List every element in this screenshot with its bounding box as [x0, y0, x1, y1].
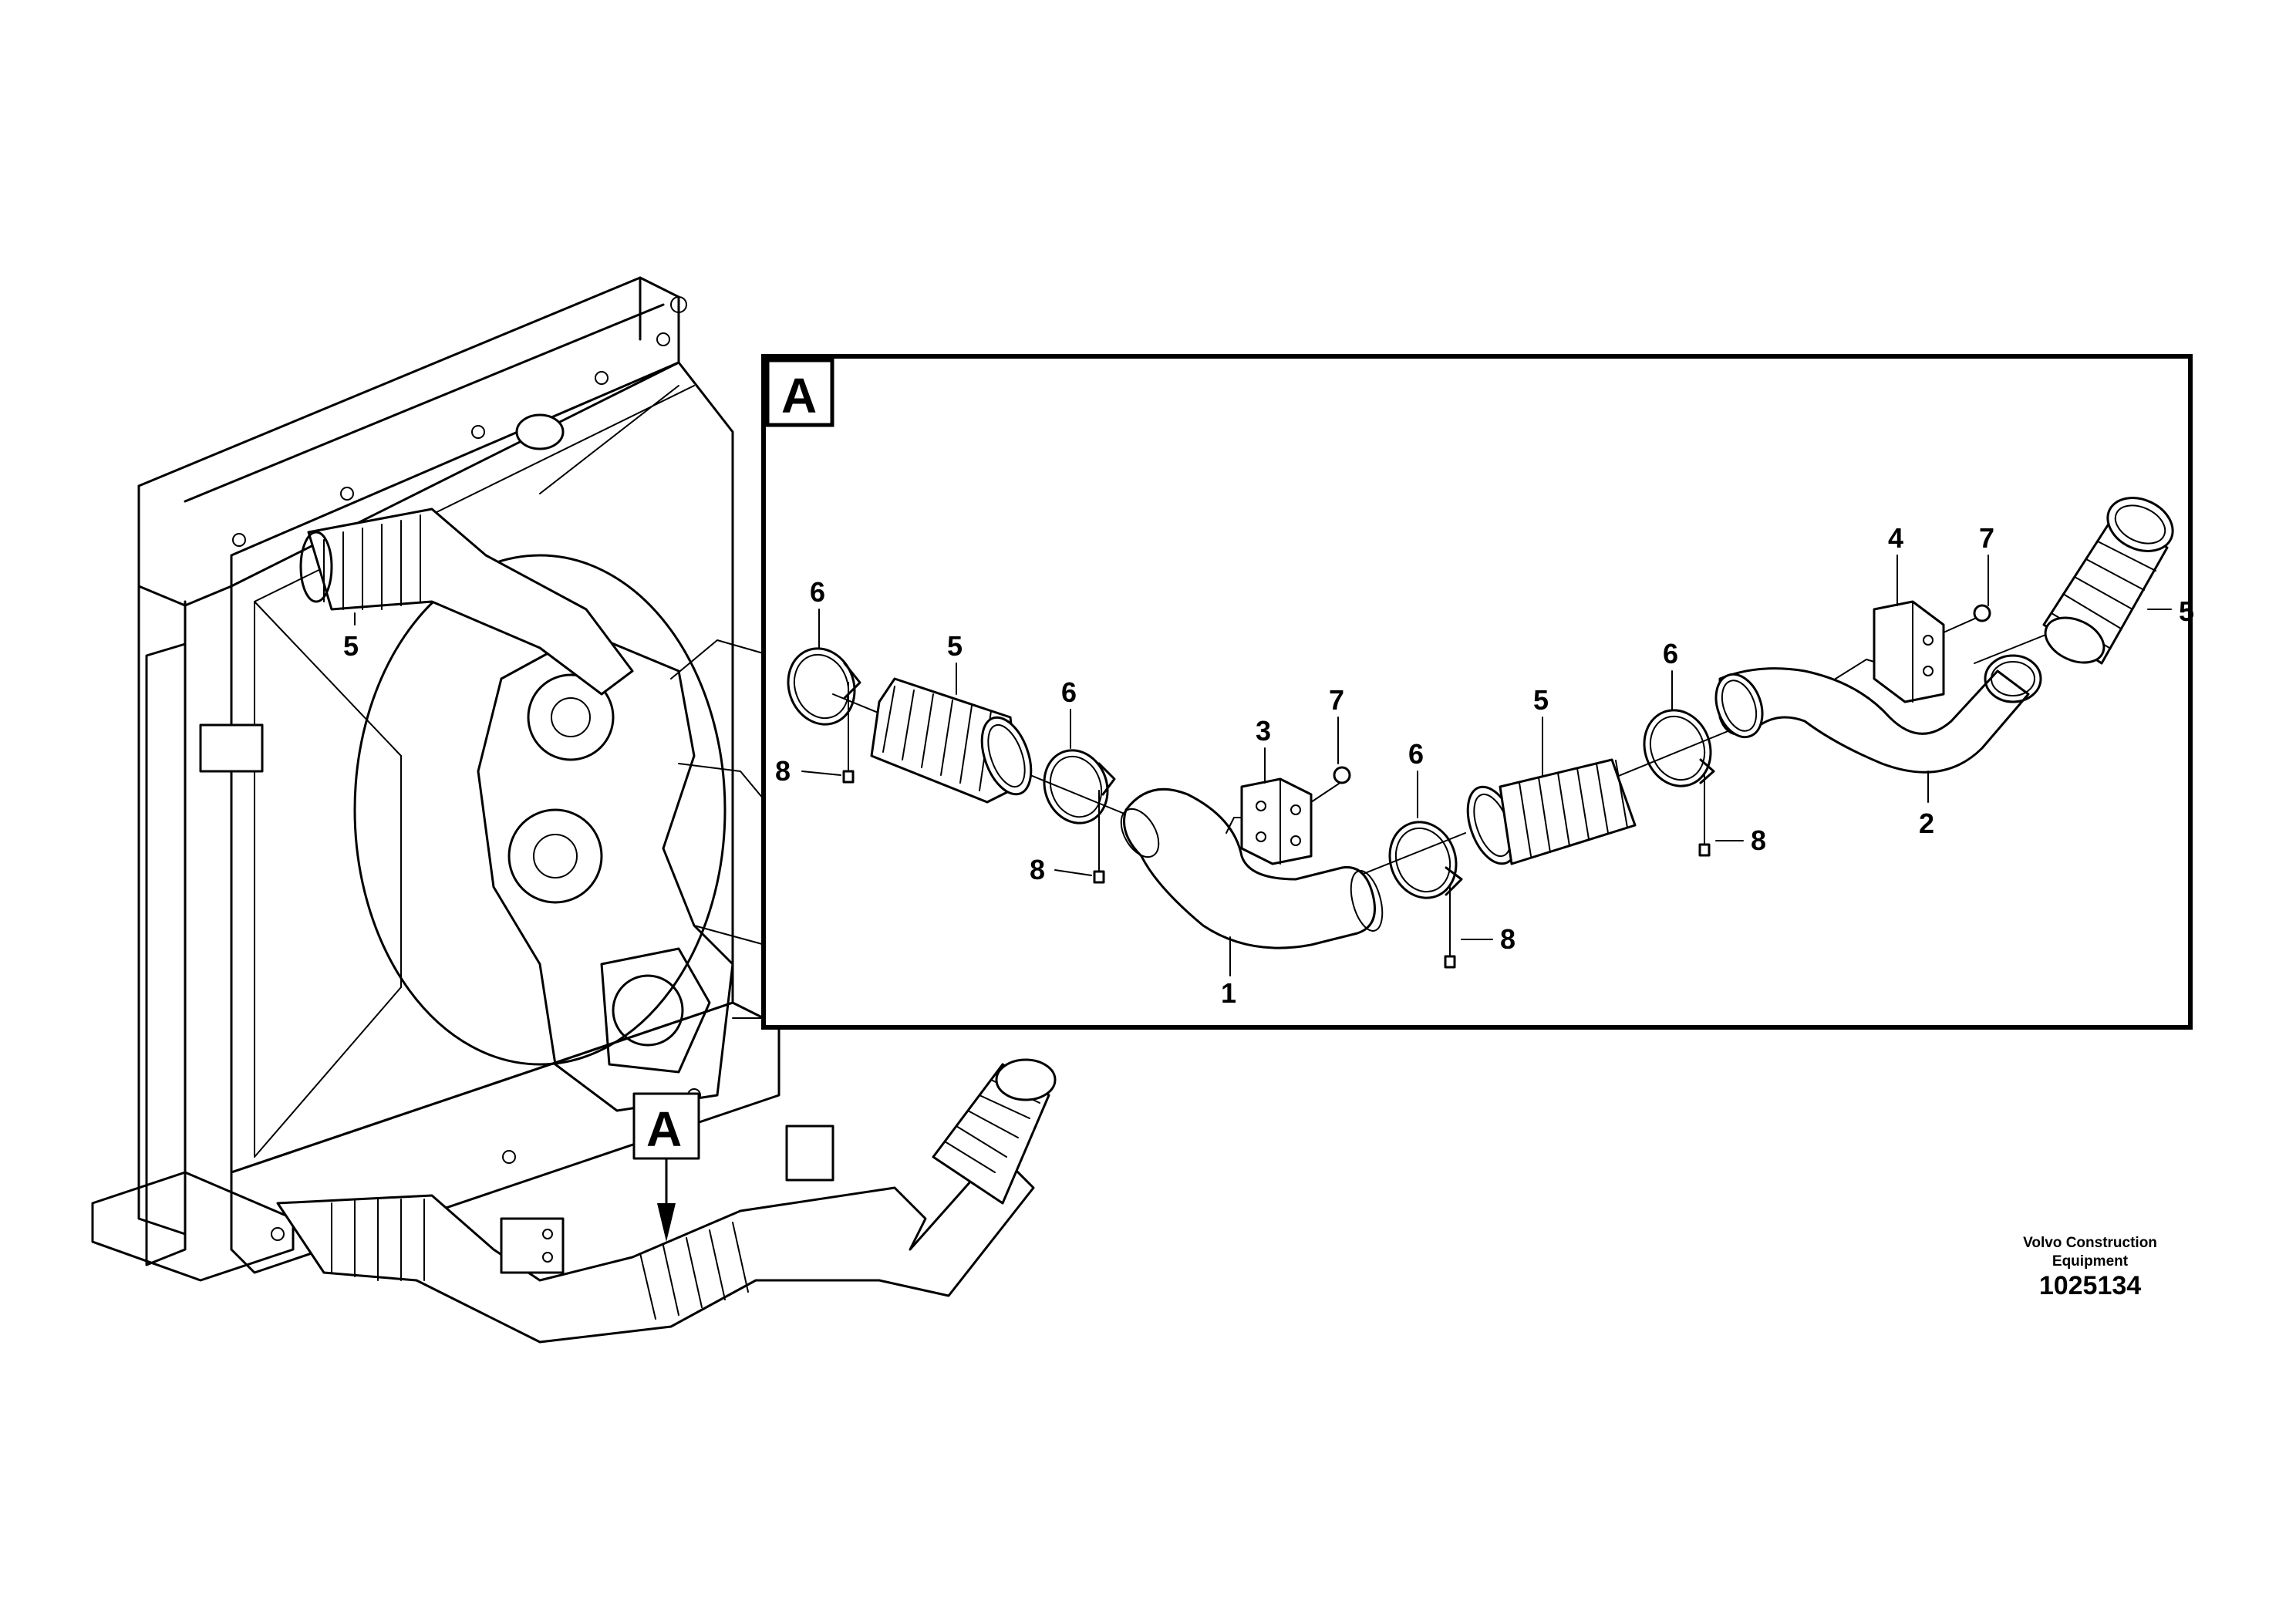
brand-line2: Equipment [2052, 1253, 2129, 1270]
pipe-1 [1120, 787, 1384, 949]
overview-view-marker: A [632, 1092, 700, 1242]
callout-pipe-1: 1 [1221, 977, 1236, 1009]
hose-left [870, 677, 1033, 804]
clamp-mid [1388, 821, 1463, 969]
callout-clamp-mid-left: 6 [1061, 676, 1077, 708]
clamp-mid-left [1043, 749, 1116, 884]
callout-hose-middle: 5 [1533, 684, 1549, 716]
clamp-right [1643, 709, 1715, 857]
callout-screw-8-c: 8 [1500, 923, 1515, 955]
callout-bolt-7-right: 7 [1979, 522, 1994, 554]
brand-line1: Volvo Construction [2023, 1235, 2157, 1251]
leader-lines [801, 555, 2172, 976]
bracket-3 [1240, 766, 1351, 865]
callout-clamp-mid: 6 [1408, 738, 1424, 770]
callout-overview-hose-top: 5 [343, 630, 359, 662]
overview-hose-top [299, 508, 634, 696]
detail-view-a: A [761, 354, 2194, 1030]
callout-bolt-7-left: 7 [1329, 684, 1344, 716]
callout-clamp-right: 6 [1663, 638, 1678, 669]
engine-front [477, 631, 780, 1112]
pipe-2 [1714, 654, 2042, 774]
document-number: 1025134 [2038, 1271, 2142, 1300]
clamp-left [787, 647, 861, 784]
callout-bracket-4: 4 [1888, 522, 1903, 554]
callout-screw-8-d: 8 [1751, 824, 1766, 856]
overview-pipe-bottom [276, 1058, 1057, 1344]
callout-hose-right: 5 [2179, 595, 2194, 627]
callout-hose-left: 5 [947, 630, 963, 662]
callout-clamp-left: 6 [810, 576, 825, 608]
callout-screw-8-a: 8 [775, 755, 791, 787]
overview-frame-letter: A [646, 1101, 682, 1157]
callout-pipe-2: 2 [1919, 808, 1934, 839]
detail-frame-letter: A [781, 368, 817, 423]
bracket-4 [1873, 600, 1991, 703]
brand-block: Volvo Construction Equipment [1974, 1234, 2206, 1271]
hose-right [2042, 497, 2174, 665]
hose-middle [1466, 758, 1637, 865]
callout-screw-8-b: 8 [1030, 854, 1045, 885]
callout-bracket-3: 3 [1256, 715, 1271, 747]
